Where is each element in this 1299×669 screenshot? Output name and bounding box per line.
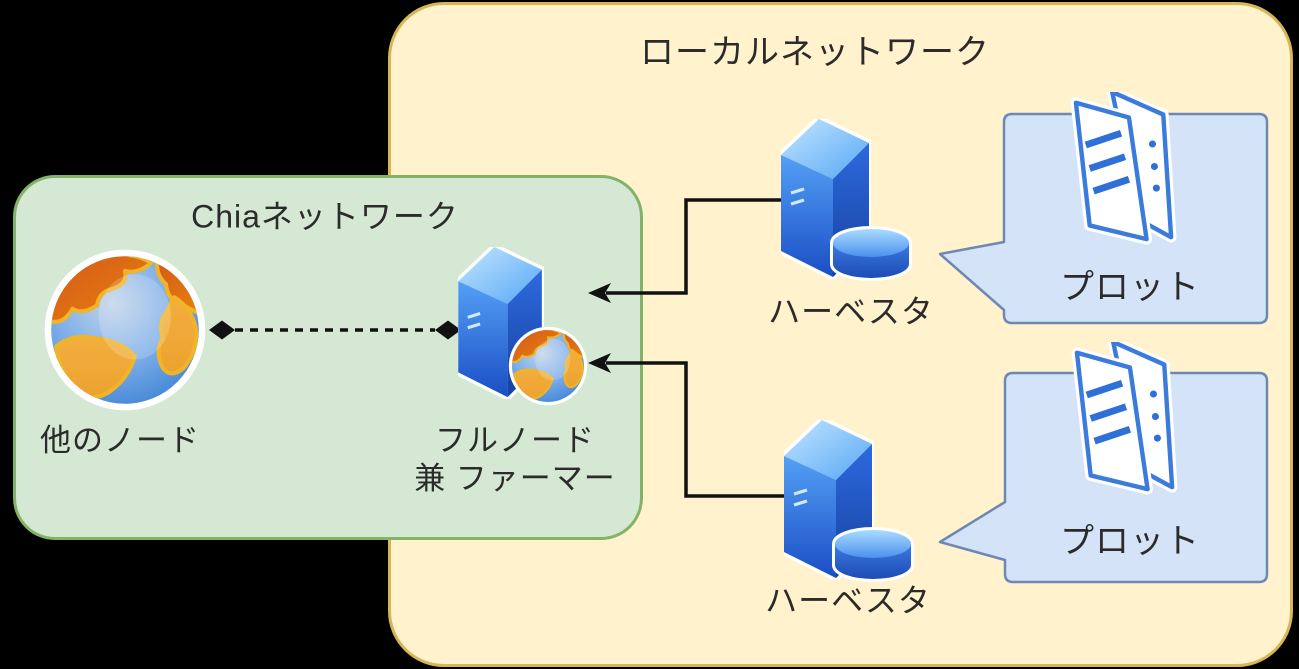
full-node-label-line2: 兼 ファーマー [414,461,616,496]
other-nodes-label: 他のノード [40,423,200,459]
plot-bottom-label: プロット [1060,522,1200,561]
local-network-title: ローカルネットワーク [640,33,990,72]
harvester-top-label: ハーベスタ [768,293,934,330]
harvester-bottom-label: ハーベスタ [765,582,931,619]
full-node-label-line1: フルノード [435,423,595,459]
chia-network-title: Chiaネットワーク [191,198,459,235]
plot-top-label: プロット [1060,268,1200,307]
full-node-label: フルノード 兼 ファーマー [414,422,616,498]
